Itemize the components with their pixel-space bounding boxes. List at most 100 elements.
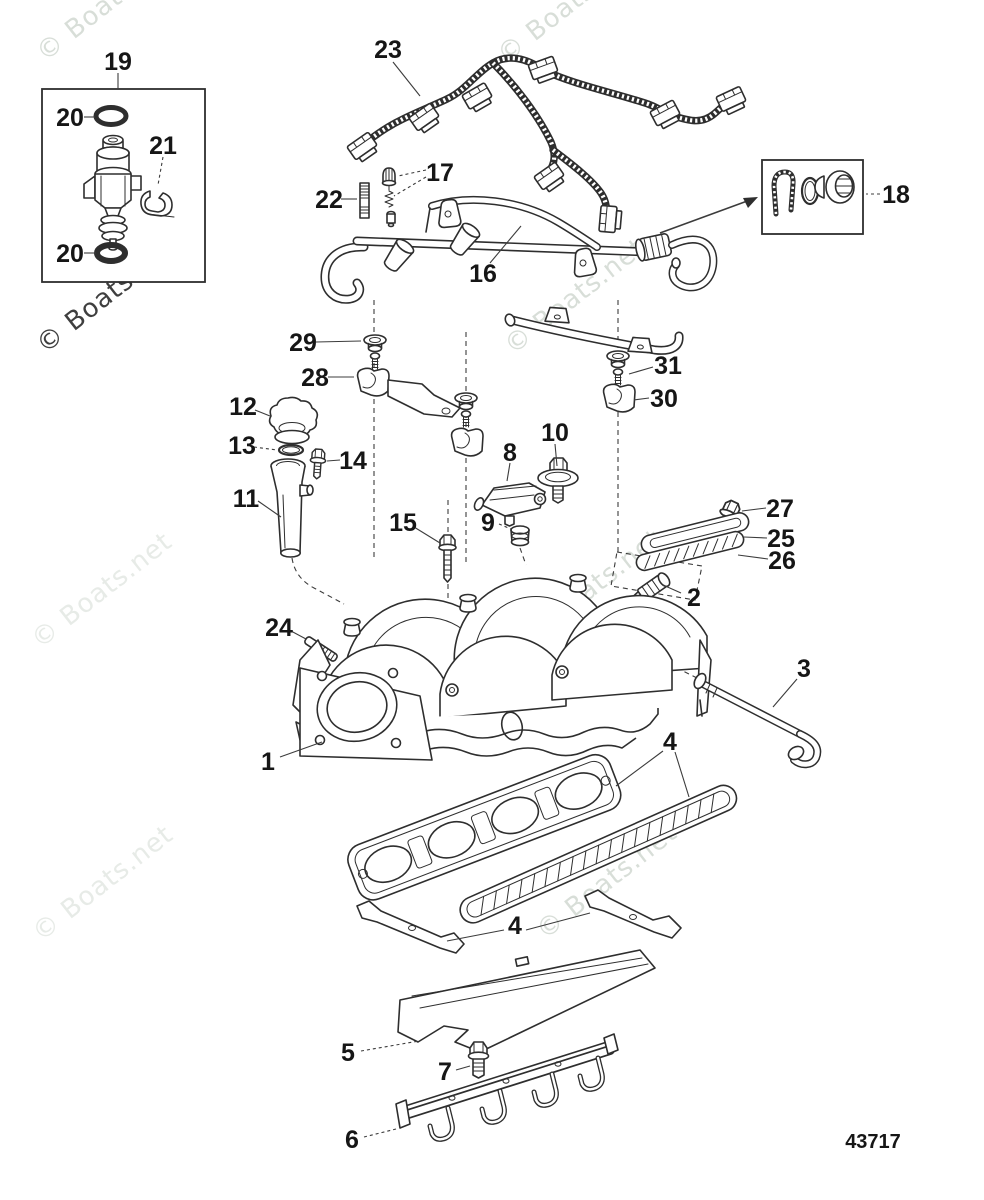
leader-24 [290, 630, 307, 640]
o-ring-upper [93, 105, 129, 127]
watermark-text: © Boats.net [26, 527, 178, 655]
leader-lines [84, 61, 880, 1138]
callout-10: 10 [541, 419, 569, 447]
leader-10 [554, 443, 558, 467]
leader-30 [633, 397, 650, 401]
leader-29 [315, 340, 362, 343]
leader-17 [393, 169, 427, 197]
callout-29: 29 [289, 329, 317, 357]
bolt-15 [438, 534, 457, 583]
o-ring-13 [277, 443, 305, 457]
callout-21: 21 [149, 132, 177, 160]
callout-24: 24 [265, 614, 293, 642]
callout-20: 20 [56, 240, 84, 268]
callout-20: 20 [56, 104, 84, 132]
intake-manifold [292, 573, 712, 761]
grommet-9 [510, 525, 530, 547]
o-ring-lower [94, 242, 128, 264]
callout-31: 31 [654, 352, 682, 380]
callout-17: 17 [426, 159, 454, 187]
callouts: 19 20 21 20 23 17 22 16 18 29 28 31 30 1… [56, 36, 910, 1154]
callout-7: 7 [438, 1058, 452, 1086]
callout-15: 15 [389, 509, 417, 537]
pressure-regulator-on-rail [634, 233, 673, 262]
harness-connector [598, 204, 623, 234]
callout-16: 16 [469, 260, 497, 288]
sensor-cable-3 [693, 672, 822, 769]
leader-8 [506, 462, 511, 482]
leader-15 [413, 526, 441, 544]
harness-connector [532, 161, 568, 195]
callout-2: 2 [687, 584, 701, 612]
callout-5: 5 [341, 1039, 355, 1067]
leader-14 [326, 459, 341, 462]
leader-1 [279, 741, 323, 758]
callout-13: 13 [228, 432, 256, 460]
leader-13 [253, 446, 278, 451]
callout-14: 14 [339, 447, 367, 475]
leader-11 [257, 500, 282, 518]
bolt-7 [467, 1041, 490, 1079]
bolt-14 [308, 447, 328, 481]
leader-4b [446, 912, 591, 942]
figure-number: 43717 [845, 1131, 901, 1153]
callout-23: 23 [374, 36, 402, 64]
callout-4: 4 [663, 728, 677, 756]
callout-18: 18 [882, 181, 910, 209]
regulator-kit-box [761, 159, 864, 235]
rail-foot [627, 336, 654, 354]
retainer-rail-6 [395, 1033, 619, 1142]
bracket [450, 427, 484, 457]
injector-kit-box [41, 88, 206, 283]
leader-6 [363, 1128, 397, 1138]
callout-1: 1 [261, 748, 275, 776]
leader-12 [254, 409, 271, 417]
washer-bolt-10 [537, 457, 579, 504]
callout-12: 12 [229, 393, 257, 421]
leader-31 [628, 366, 654, 375]
callout-3: 3 [797, 655, 811, 683]
callout-19: 19 [104, 48, 132, 76]
leader-5 [360, 1040, 420, 1052]
leader-27 [741, 507, 767, 512]
screw [369, 352, 381, 370]
throttle-body-opening [299, 667, 433, 761]
tube-side-nub [299, 484, 314, 497]
leader-26 [737, 554, 769, 560]
grommet-29 [363, 334, 387, 353]
rail-hooks [427, 1055, 605, 1142]
callout-11: 11 [233, 485, 260, 513]
stud-22 [359, 182, 370, 219]
injector-wiring-harness [345, 54, 750, 234]
callout-28: 28 [301, 364, 329, 392]
cap-and-spring-17 [381, 167, 397, 228]
callout-6: 6 [345, 1126, 359, 1154]
spring [384, 190, 394, 208]
watermark-text: © Boats.net [27, 820, 179, 948]
leader-4a [615, 750, 690, 798]
callout-26: 26 [768, 547, 796, 575]
grommet-31 [606, 350, 630, 369]
leader-25 [743, 536, 768, 539]
map-sensor-8 [473, 482, 547, 527]
baffle-plate-5 [397, 949, 656, 1053]
callout-27: 27 [766, 495, 794, 523]
manifold-bosses [343, 573, 587, 697]
leader-16 [489, 225, 522, 264]
injector-retainer-clip [140, 190, 175, 218]
heat-shield-gasket-4 [459, 784, 738, 924]
rail-foot [544, 306, 571, 324]
harness-connector [407, 102, 443, 136]
bracket-30 [602, 383, 636, 413]
fuel-rail [320, 195, 718, 355]
gasket-26 [635, 530, 745, 572]
leader-9 [498, 523, 512, 530]
callout-4: 4 [508, 912, 522, 940]
oil-fill-cap-12 [268, 396, 319, 445]
arrow-to-regulator-kit [659, 197, 758, 234]
leader-23 [392, 61, 421, 97]
leader-3 [772, 678, 798, 708]
callout-22: 22 [315, 186, 343, 214]
